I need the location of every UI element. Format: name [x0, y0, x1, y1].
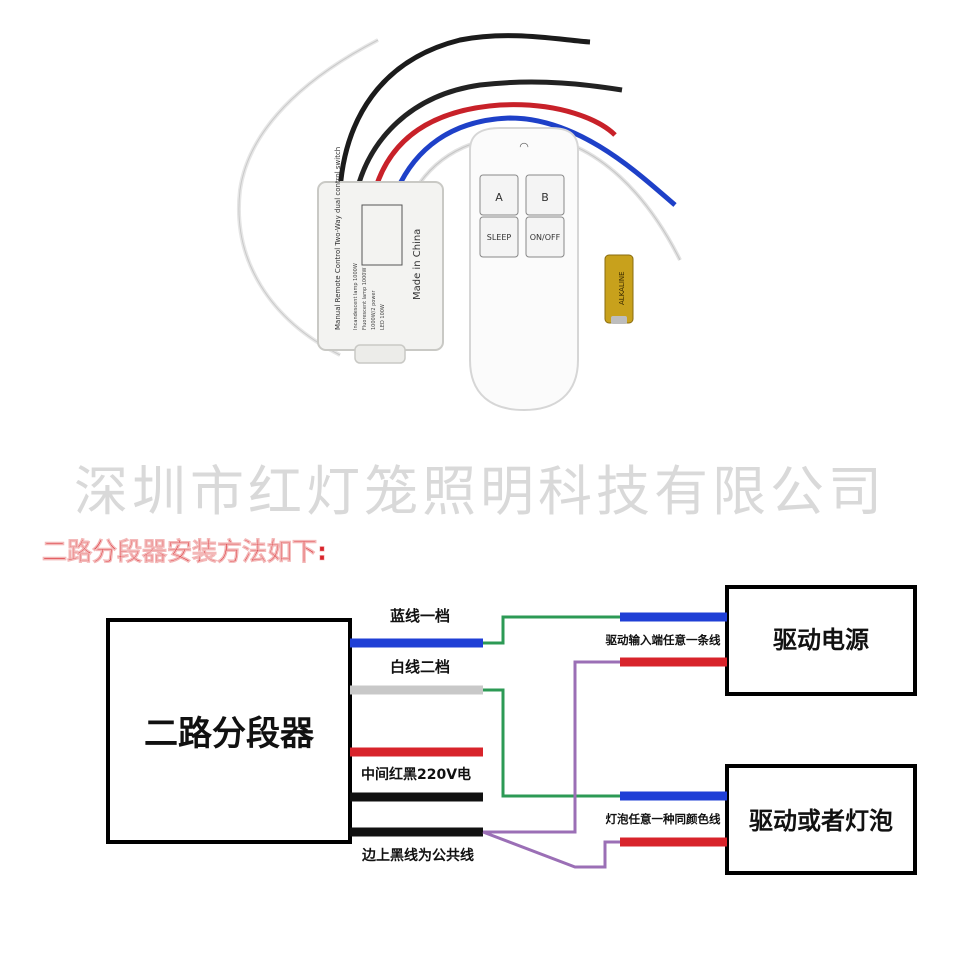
power-supply-box — [725, 585, 917, 696]
label-red-black-wire: 中间红黑220V电 — [361, 766, 471, 783]
remote-label-onoff: ON/OFF — [530, 233, 561, 242]
splitter-label: 二路分段器 — [144, 714, 315, 754]
remote-button-a — [479, 174, 519, 216]
label-blue-wire: 蓝线一档 — [390, 607, 450, 625]
remote-label-b: B — [541, 191, 549, 204]
module-made-in: Made in China — [412, 229, 423, 300]
remote-label-sleep: SLEEP — [487, 233, 512, 242]
wiring-diagram: 二路分段器 驱动电源 驱动或者灯泡 蓝线一档 白线二档 中间红黑220V电 边上… — [106, 585, 917, 875]
product-photo: Manual Remote Control Two-Way dual contr… — [237, 33, 682, 412]
control-module-wiring-diagram — [361, 204, 403, 266]
green-link-blue — [483, 615, 620, 645]
green-link-white — [483, 688, 620, 798]
remote-button-sleep — [479, 216, 519, 258]
photo-black-wire — [337, 33, 591, 191]
photo-black-wire-2 — [354, 79, 623, 191]
label-lamp-input: 灯泡任意一种同颜色线 — [606, 812, 721, 826]
remote-control-body — [469, 127, 579, 412]
label-power-input: 驱动输入端任意一条线 — [606, 633, 721, 647]
module-label: Manual Remote Control Two-Way dual contr… — [334, 147, 342, 330]
remote-signal-icon: ◠ — [519, 140, 529, 153]
module-spec-2: Fluorescent lamp 1000W — [362, 268, 368, 330]
label-common-wire: 边上黑线为公共线 — [361, 847, 474, 864]
install-heading: 二路分段器安装方法如下: — [42, 537, 327, 566]
photo-white-wire-left-outline — [238, 39, 379, 356]
photo-blue-wire — [394, 115, 677, 207]
label-white-wire: 白线二档 — [390, 658, 450, 676]
control-module-bottom-tab — [354, 344, 406, 364]
remote-button-b — [525, 174, 565, 216]
purple-link-lamp — [482, 830, 620, 869]
remote-label-a: A — [495, 191, 503, 204]
lamp-box — [725, 764, 917, 875]
photo-red-wire — [372, 102, 617, 191]
module-spec-1: Incandescent lamp 1000W — [353, 263, 359, 330]
battery-cap — [611, 316, 627, 324]
module-spec-4: LED 100W — [380, 304, 386, 330]
splitter-box — [106, 618, 352, 844]
battery-label: ALKALINE — [618, 271, 626, 305]
watermark: 深圳市红灯笼照明科技有限公司 — [74, 460, 886, 523]
purple-link-power — [483, 660, 620, 834]
power-supply-label: 驱动电源 — [773, 626, 869, 654]
module-spec-3: 1000W/2 power — [371, 289, 377, 330]
lamp-label: 驱动或者灯泡 — [749, 807, 893, 835]
remote-button-onoff — [525, 216, 565, 258]
